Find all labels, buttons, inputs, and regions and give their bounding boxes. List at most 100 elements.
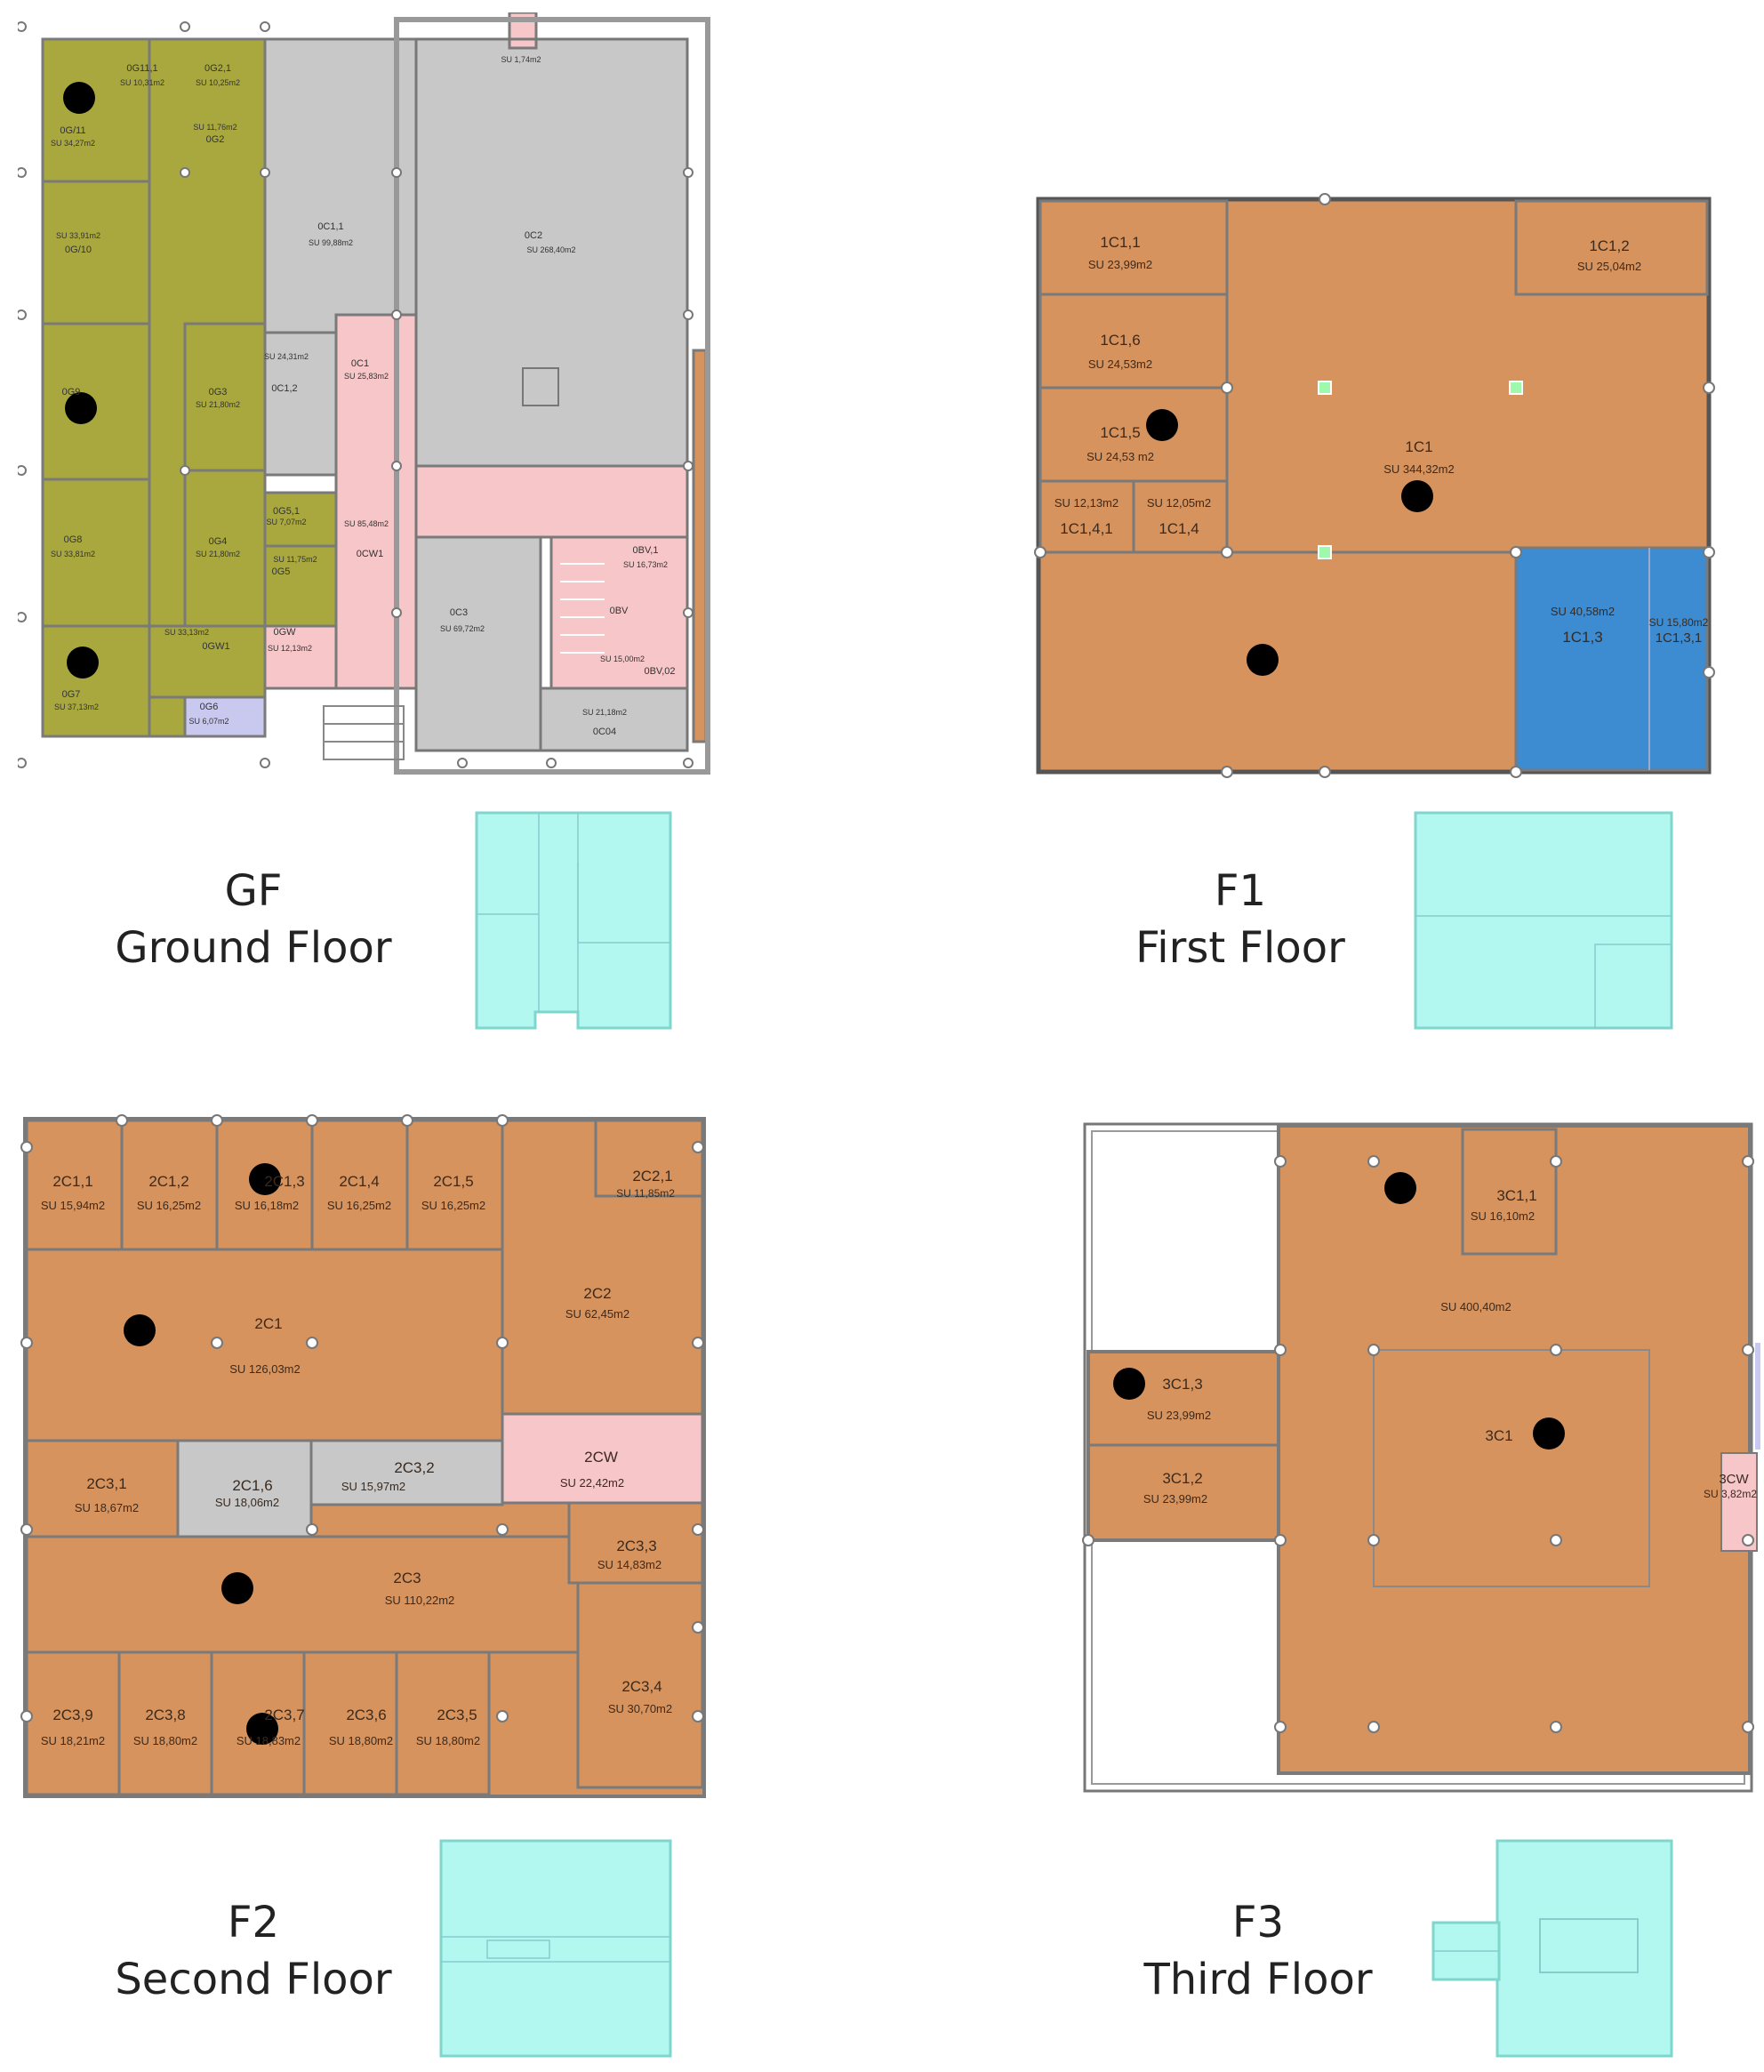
f2-room-label: 2C1,2 xyxy=(148,1173,188,1190)
f3-room-area: SU 23,99m2 xyxy=(1147,1409,1211,1422)
f3-room-label: 3C1 xyxy=(1485,1427,1512,1444)
f1-room-area: SU 24,53 m2 xyxy=(1086,450,1154,463)
f1-room-area: SU 24,53m2 xyxy=(1088,357,1152,371)
f2-room-area: SU 110,22m2 xyxy=(385,1594,455,1607)
f2-room-label: 2C3 xyxy=(393,1570,421,1586)
f2-room-area: SU 18,80m2 xyxy=(133,1734,197,1747)
gf-room-label: 0G2 xyxy=(206,134,225,145)
gf-room-label: 0G11,1 xyxy=(126,63,157,74)
gf-room-area: SU 33,81m2 xyxy=(51,550,95,558)
ground-floor-thumbnail xyxy=(475,811,672,1030)
gf-room-label: 0GW1 xyxy=(202,641,229,652)
f2-room-label: 2C1 xyxy=(254,1315,282,1332)
gf-room-label: 0G3 xyxy=(209,387,228,398)
f2-room-area: SU 16,25m2 xyxy=(137,1199,201,1212)
gf-room-label: 0BV,1 xyxy=(633,545,659,556)
f2-room-label: 2C3,7 xyxy=(264,1707,304,1723)
gf-room-area: SU 21,80m2 xyxy=(196,550,240,558)
ground-floor-plan: 0G11,1 SU 10,31m2 0G2,1 SU 10,25m2 0G/11… xyxy=(18,12,710,775)
f2-room-label: 2C1,4 xyxy=(339,1173,379,1190)
f1-room-area: SU 15,80m2 xyxy=(1649,616,1709,629)
f1-room-label: 1C1,3 xyxy=(1562,629,1602,646)
f1-room-label: 1C1,4 xyxy=(1159,520,1199,537)
f2-room-label: 2C3,8 xyxy=(145,1707,185,1723)
f1-room-label: 1C1,4,1 xyxy=(1060,520,1113,537)
f1-room-area: SU 344,32m2 xyxy=(1383,462,1455,476)
gf-room-area: SU 21,18m2 xyxy=(582,708,627,717)
first-floor-plan: 1C1,1 SU 23,99m2 1C1,2 SU 25,04m2 1C1,6 … xyxy=(1034,193,1715,778)
f2-room-label: 2C1,1 xyxy=(52,1173,92,1190)
f2-room-label: 2C2 xyxy=(583,1285,611,1302)
f2-room-area: SU 18,80m2 xyxy=(329,1734,393,1747)
floor-name: Ground Floor xyxy=(115,923,392,973)
gf-room-label: 0BV xyxy=(610,606,629,616)
f1-room-label: 1C1,2 xyxy=(1589,237,1629,254)
floor-name: Second Floor xyxy=(115,1955,392,2004)
f3-room-area: SU 400,40m2 xyxy=(1440,1300,1511,1313)
f2-room-area: SU 18,06m2 xyxy=(215,1496,279,1509)
gf-room-label: 0C1 xyxy=(351,358,369,369)
f2-room-area: SU 15,97m2 xyxy=(341,1480,405,1493)
gf-room-area: SU 16,73m2 xyxy=(623,560,668,569)
gf-room-label: 0C3 xyxy=(450,607,468,618)
gf-room-label: 0C1,2 xyxy=(271,383,297,394)
floor-label-f2: F2 Second Floor xyxy=(89,1894,418,2008)
f2-room-label: 2C3,3 xyxy=(616,1538,656,1554)
gf-room-label: 0G9 xyxy=(62,387,81,398)
gf-room-label: 0G6 xyxy=(200,702,219,712)
f3-room-label: 3C1,1 xyxy=(1496,1187,1536,1204)
gf-room-area: SU 21,80m2 xyxy=(196,400,240,409)
gf-room-area: SU 85,48m2 xyxy=(344,519,389,528)
first-floor-thumbnail xyxy=(1414,811,1673,1030)
f2-room-area: SU 62,45m2 xyxy=(565,1307,629,1321)
floor-code: F1 xyxy=(1214,866,1267,916)
gf-room-label: 0GW xyxy=(273,627,296,638)
f1-room-area: SU 12,13m2 xyxy=(1054,496,1119,510)
f2-room-label: 2C3,1 xyxy=(86,1475,126,1492)
gf-room-area: SU 12,13m2 xyxy=(268,644,312,653)
floor-name: First Floor xyxy=(1135,923,1345,973)
gf-room-area: SU 11,76m2 xyxy=(193,123,237,132)
gf-room-area: SU 7,07m2 xyxy=(266,518,306,526)
second-floor-thumbnail xyxy=(439,1839,672,2058)
f2-room-label: 2CW xyxy=(584,1449,618,1466)
gf-room-area: SU 10,31m2 xyxy=(120,78,164,87)
gf-room-label: 0G5,1 xyxy=(273,506,300,517)
gf-room-area: SU 33,91m2 xyxy=(56,231,100,240)
f2-room-label: 2C1,5 xyxy=(433,1173,473,1190)
f2-room-area: SU 18,21m2 xyxy=(41,1734,105,1747)
f2-room-label: 2C3,6 xyxy=(346,1707,386,1723)
f1-room-label: 1C1 xyxy=(1405,438,1432,455)
gf-room-area: SU 69,72m2 xyxy=(440,624,485,633)
gf-room-label: 0CW1 xyxy=(357,549,384,559)
f1-room-area: SU 12,05m2 xyxy=(1147,496,1211,510)
gf-room-area: SU 6,07m2 xyxy=(188,717,229,726)
f1-room-area: SU 25,04m2 xyxy=(1577,260,1641,273)
floor-code: F3 xyxy=(1231,1898,1285,1948)
f2-room-label: 2C2,1 xyxy=(632,1168,672,1185)
f2-room-area: SU 15,94m2 xyxy=(41,1199,105,1212)
f1-room-label: 1C1,6 xyxy=(1100,332,1140,349)
f1-room-label: 1C1,5 xyxy=(1100,424,1140,441)
f2-room-area: SU 22,42m2 xyxy=(560,1476,624,1490)
f1-room-area: SU 23,99m2 xyxy=(1088,258,1152,271)
gf-room-area: SU 1,74m2 xyxy=(501,55,541,64)
floor-label-f1: F1 First Floor xyxy=(1076,863,1405,976)
f3-room-label: 3C1,2 xyxy=(1162,1470,1202,1487)
floor-name: Third Floor xyxy=(1143,1955,1373,2004)
f2-room-area: SU 30,70m2 xyxy=(608,1702,672,1715)
f3-room-area: SU 3,82m2 xyxy=(1704,1488,1757,1500)
f2-room-area: SU 126,03m2 xyxy=(229,1362,301,1376)
gf-room-label: 0C2 xyxy=(525,230,542,241)
gf-room-label: 0BV,02 xyxy=(644,666,675,677)
f3-room-label: 3CW xyxy=(1719,1472,1749,1487)
gf-room-label: 0C04 xyxy=(593,727,616,737)
gf-room-area: SU 11,75m2 xyxy=(273,555,317,564)
gf-room-label: 0G/10 xyxy=(65,245,92,255)
gf-room-area: SU 25,83m2 xyxy=(344,372,389,381)
gf-room-area: SU 24,31m2 xyxy=(264,352,309,361)
f3-room-area: SU 23,99m2 xyxy=(1143,1492,1207,1506)
second-floor-plan: 2C1,1 SU 15,94m2 2C1,2 SU 16,25m2 2C1,3 … xyxy=(20,1114,706,1798)
f2-room-area: SU 16,25m2 xyxy=(327,1199,391,1212)
f2-room-area: SU 16,25m2 xyxy=(421,1199,485,1212)
